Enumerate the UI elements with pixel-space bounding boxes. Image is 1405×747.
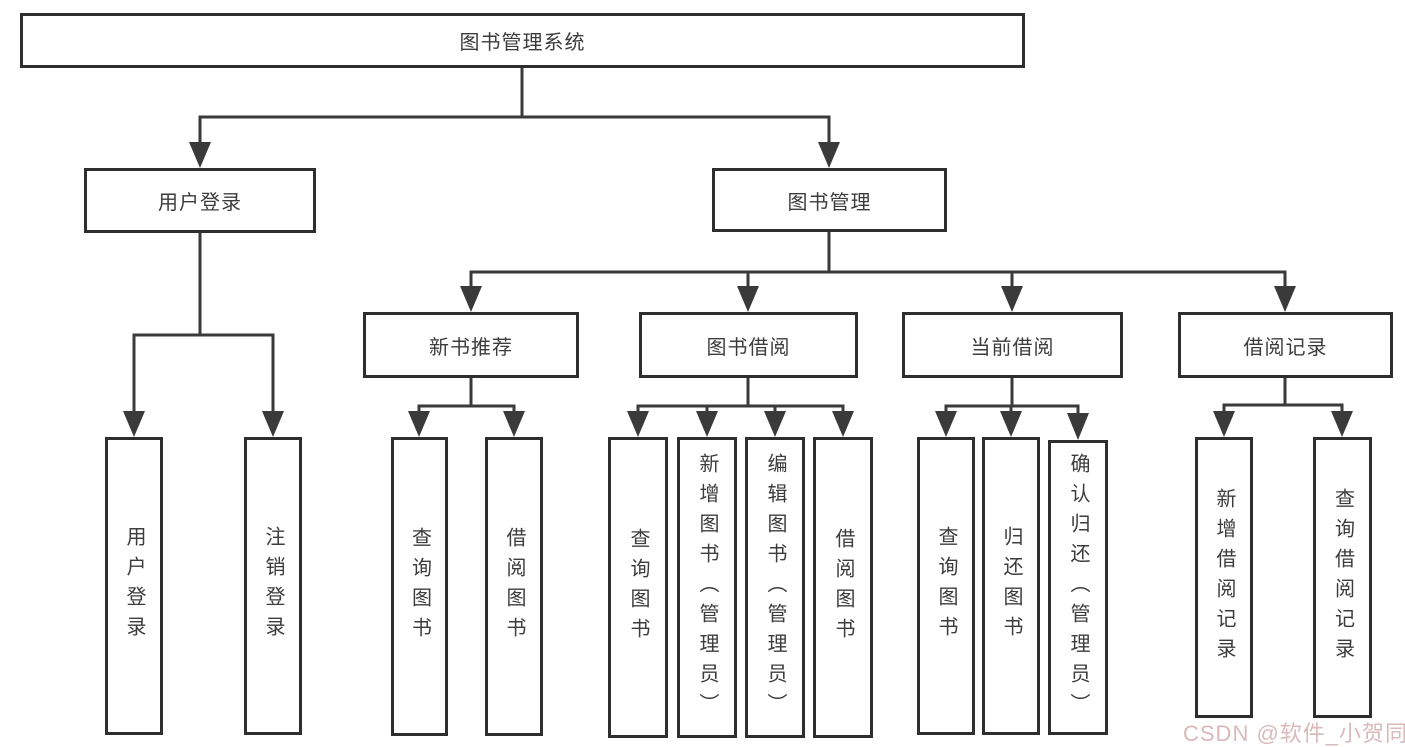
node-book-borrowing: 图书借阅 bbox=[639, 312, 858, 378]
node-query-borrow-record: 查询借阅记录 bbox=[1313, 437, 1372, 718]
csdn-watermark: CSDN @软件_小贺同学 bbox=[1183, 721, 1405, 746]
node-logout-leaf: 注销登录 bbox=[244, 437, 302, 735]
node-edit-book-admin: 编辑图书（管理员） bbox=[745, 437, 805, 738]
node-query-books-3: 查询图书 bbox=[917, 437, 975, 735]
node-borrow-books-2: 借阅图书 bbox=[813, 437, 873, 738]
node-add-book-admin: 新增图书（管理员） bbox=[677, 437, 737, 738]
node-return-books: 归还图书 bbox=[982, 437, 1040, 735]
node-query-books: 查询图书 bbox=[391, 437, 448, 736]
node-confirm-return-admin: 确认归还（管理员） bbox=[1048, 440, 1108, 735]
node-user-login-leaf: 用户登录 bbox=[105, 437, 163, 735]
node-library-management-system: 图书管理系统 bbox=[20, 13, 1025, 68]
node-user-login: 用户登录 bbox=[84, 168, 316, 233]
node-new-book-recommendation: 新书推荐 bbox=[363, 312, 579, 378]
node-current-borrowing: 当前借阅 bbox=[902, 312, 1123, 378]
node-book-management: 图书管理 bbox=[712, 168, 947, 232]
node-add-borrow-record: 新增借阅记录 bbox=[1195, 437, 1253, 718]
node-query-books-2: 查询图书 bbox=[608, 437, 668, 738]
node-borrowing-records: 借阅记录 bbox=[1178, 312, 1393, 378]
node-borrow-books: 借阅图书 bbox=[485, 437, 543, 736]
